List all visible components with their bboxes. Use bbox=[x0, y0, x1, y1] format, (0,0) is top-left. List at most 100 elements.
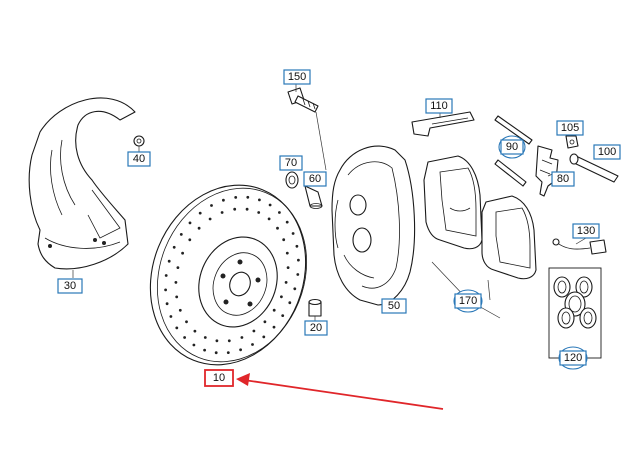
callout-120[interactable]: 120 bbox=[558, 346, 588, 370]
wear-sensor-bracket[interactable] bbox=[535, 145, 559, 197]
disc-drill-hole bbox=[278, 211, 281, 214]
callout-60[interactable]: 60 bbox=[303, 171, 327, 187]
callout-130[interactable]: 130 bbox=[572, 223, 600, 239]
disc-drill-hole bbox=[293, 287, 297, 291]
disc-drill-hole bbox=[198, 211, 202, 215]
callout-80[interactable]: 80 bbox=[551, 171, 575, 187]
brake-pad-outer[interactable] bbox=[481, 195, 537, 280]
svg-text:110: 110 bbox=[430, 100, 448, 112]
disc-drill-hole bbox=[165, 302, 169, 306]
dust-shield[interactable] bbox=[28, 97, 136, 270]
callout-70[interactable]: 70 bbox=[279, 155, 303, 171]
disc-drill-hole bbox=[234, 196, 238, 199]
disc-drill-hole bbox=[285, 251, 289, 255]
highlight-arrow bbox=[236, 373, 444, 410]
disc-drill-hole bbox=[172, 245, 176, 249]
disc-drill-hole bbox=[262, 335, 266, 339]
brake-disc[interactable] bbox=[124, 162, 332, 389]
disc-drill-hole bbox=[291, 232, 295, 235]
svg-text:170: 170 bbox=[459, 295, 477, 307]
brake-caliper[interactable] bbox=[331, 145, 416, 306]
callout-50[interactable]: 50 bbox=[381, 298, 407, 314]
guide-bushing[interactable] bbox=[285, 171, 299, 189]
disc-drill-hole bbox=[215, 339, 219, 343]
disc-bolt[interactable] bbox=[308, 298, 322, 317]
disc-drill-hole bbox=[281, 314, 285, 317]
disc-drill-hole bbox=[197, 226, 201, 230]
disc-drill-hole bbox=[282, 238, 286, 242]
callout-100[interactable]: 100 bbox=[593, 144, 621, 160]
svg-text:70: 70 bbox=[285, 157, 297, 169]
callout-20[interactable]: 20 bbox=[304, 320, 328, 336]
disc-drill-hole bbox=[245, 207, 249, 211]
svg-text:90: 90 bbox=[506, 141, 518, 153]
svg-text:150: 150 bbox=[288, 71, 306, 83]
callout-40[interactable]: 40 bbox=[127, 151, 151, 167]
disc-drill-hole bbox=[288, 301, 292, 305]
disc-drill-hole bbox=[174, 281, 178, 284]
shield-nut[interactable] bbox=[133, 135, 145, 147]
callout-150[interactable]: 150 bbox=[283, 69, 311, 85]
callout-10[interactable]: 10 bbox=[204, 369, 234, 387]
disc-drill-hole bbox=[246, 195, 250, 199]
callout-110[interactable]: 110 bbox=[425, 98, 453, 114]
disc-drill-hole bbox=[286, 266, 290, 269]
disc-drill-hole bbox=[169, 315, 173, 318]
spring-clip[interactable] bbox=[411, 111, 475, 137]
disc-drill-hole bbox=[295, 244, 299, 248]
disc-drill-hole bbox=[284, 281, 288, 284]
disc-drill-hole bbox=[179, 233, 183, 236]
disc-drill-hole bbox=[178, 308, 182, 312]
disc-drill-hole bbox=[297, 258, 300, 262]
disc-drill-hole bbox=[167, 259, 171, 263]
disc-drill-hole bbox=[175, 326, 179, 330]
disc-drill-holes bbox=[164, 195, 300, 355]
disc-drill-hole bbox=[188, 238, 192, 242]
bleed-screw[interactable] bbox=[565, 135, 579, 149]
disc-drill-hole bbox=[276, 226, 279, 230]
callout-30[interactable]: 30 bbox=[57, 278, 83, 294]
callout-105[interactable]: 105 bbox=[556, 120, 584, 136]
caliper-bolt[interactable] bbox=[287, 87, 319, 113]
disc-drill-hole bbox=[175, 295, 179, 299]
disc-drill-hole bbox=[233, 207, 237, 211]
disc-drill-hole bbox=[185, 320, 188, 324]
disc-drill-hole bbox=[296, 273, 300, 276]
svg-text:30: 30 bbox=[64, 280, 76, 292]
disc-drill-hole bbox=[210, 204, 213, 207]
svg-text:120: 120 bbox=[564, 352, 582, 364]
disc-drill-hole bbox=[280, 295, 283, 299]
disc-drill-hole bbox=[188, 221, 192, 225]
retaining-pins[interactable] bbox=[494, 115, 533, 187]
callout-170[interactable]: 170 bbox=[453, 289, 483, 313]
disc-drill-hole bbox=[193, 329, 197, 333]
guide-sleeve[interactable] bbox=[569, 153, 619, 183]
disc-drill-hole bbox=[263, 320, 267, 324]
disc-drill-hole bbox=[181, 251, 185, 255]
disc-drill-hole bbox=[251, 343, 254, 346]
disc-drill-hole bbox=[222, 198, 225, 202]
svg-text:130: 130 bbox=[577, 225, 595, 237]
svg-text:20: 20 bbox=[310, 322, 322, 334]
disc-drill-hole bbox=[272, 325, 276, 329]
wear-sensor[interactable] bbox=[552, 238, 607, 255]
svg-text:100: 100 bbox=[598, 146, 616, 158]
svg-text:60: 60 bbox=[309, 173, 321, 185]
disc-drill-hole bbox=[226, 351, 230, 354]
disc-drill-hole bbox=[239, 348, 243, 352]
callout-90[interactable]: 90 bbox=[498, 135, 526, 159]
svg-text:105: 105 bbox=[561, 122, 579, 134]
disc-drill-hole bbox=[183, 336, 187, 339]
disc-drill-hole bbox=[164, 274, 168, 277]
svg-text:50: 50 bbox=[388, 300, 400, 312]
svg-text:40: 40 bbox=[133, 153, 145, 165]
disc-drill-hole bbox=[257, 211, 261, 214]
svg-text:80: 80 bbox=[557, 173, 569, 185]
disc-drill-hole bbox=[285, 220, 289, 224]
guide-pin[interactable] bbox=[304, 185, 323, 209]
svg-text:10: 10 bbox=[213, 372, 225, 384]
seal-kit[interactable] bbox=[548, 267, 602, 359]
brake-pad-inner[interactable] bbox=[423, 155, 483, 250]
disc-drill-hole bbox=[214, 351, 218, 355]
